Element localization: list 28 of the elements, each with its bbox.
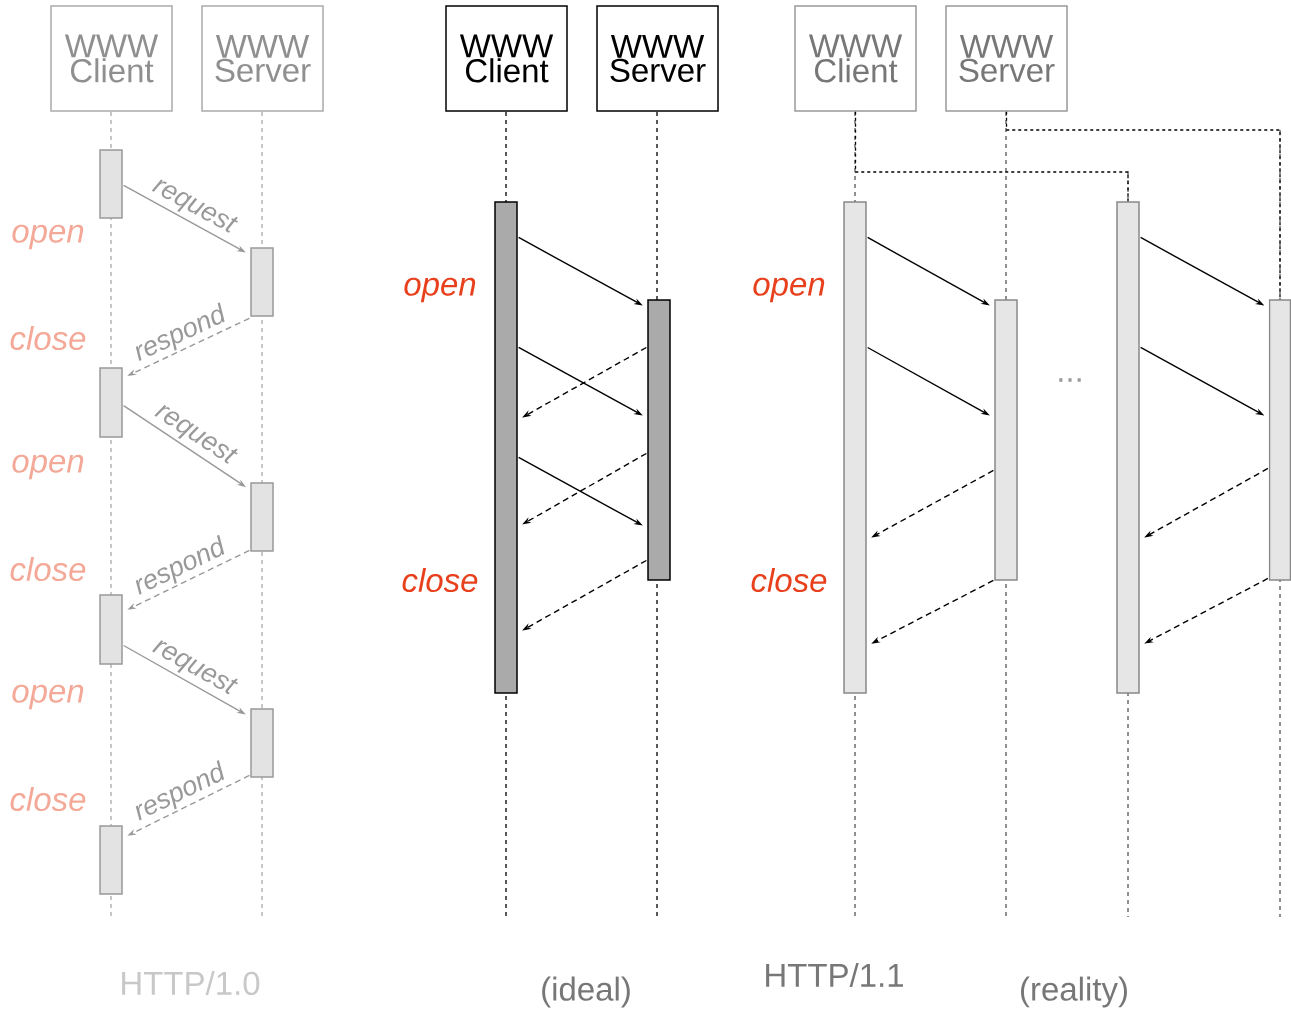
activation-bar xyxy=(99,367,123,438)
connector-line xyxy=(854,111,1129,202)
activation-bar xyxy=(647,299,671,581)
header-box: WWW Client xyxy=(794,5,917,112)
activation-bar xyxy=(250,247,274,317)
activation-bar xyxy=(994,299,1018,581)
caption-label: (ideal) xyxy=(542,976,630,1008)
activation-bar xyxy=(250,482,274,552)
header-box: WWW Server xyxy=(945,5,1068,112)
activation-bar xyxy=(250,708,274,778)
activation-bar xyxy=(494,201,518,694)
activation-bar xyxy=(1116,201,1140,694)
activation-bar xyxy=(99,825,123,895)
activation-bar xyxy=(99,149,123,219)
state-label: close xyxy=(751,567,827,593)
header-box: WWW Server xyxy=(201,5,324,112)
activation-bar xyxy=(843,201,867,694)
activation-bar xyxy=(99,594,123,665)
caption-label: ... xyxy=(1059,378,1081,382)
state-label: open xyxy=(12,454,84,480)
header-box: WWW Server xyxy=(596,5,719,112)
header-box: WWW Client xyxy=(445,5,568,112)
caption-label: HTTP/1.1 xyxy=(766,962,903,988)
activation-bar xyxy=(1268,299,1291,581)
state-label: open xyxy=(12,684,84,710)
header-box: WWW Client xyxy=(50,5,173,112)
caption-label: (reality) xyxy=(1021,976,1127,1008)
connector-line xyxy=(1005,111,1281,300)
